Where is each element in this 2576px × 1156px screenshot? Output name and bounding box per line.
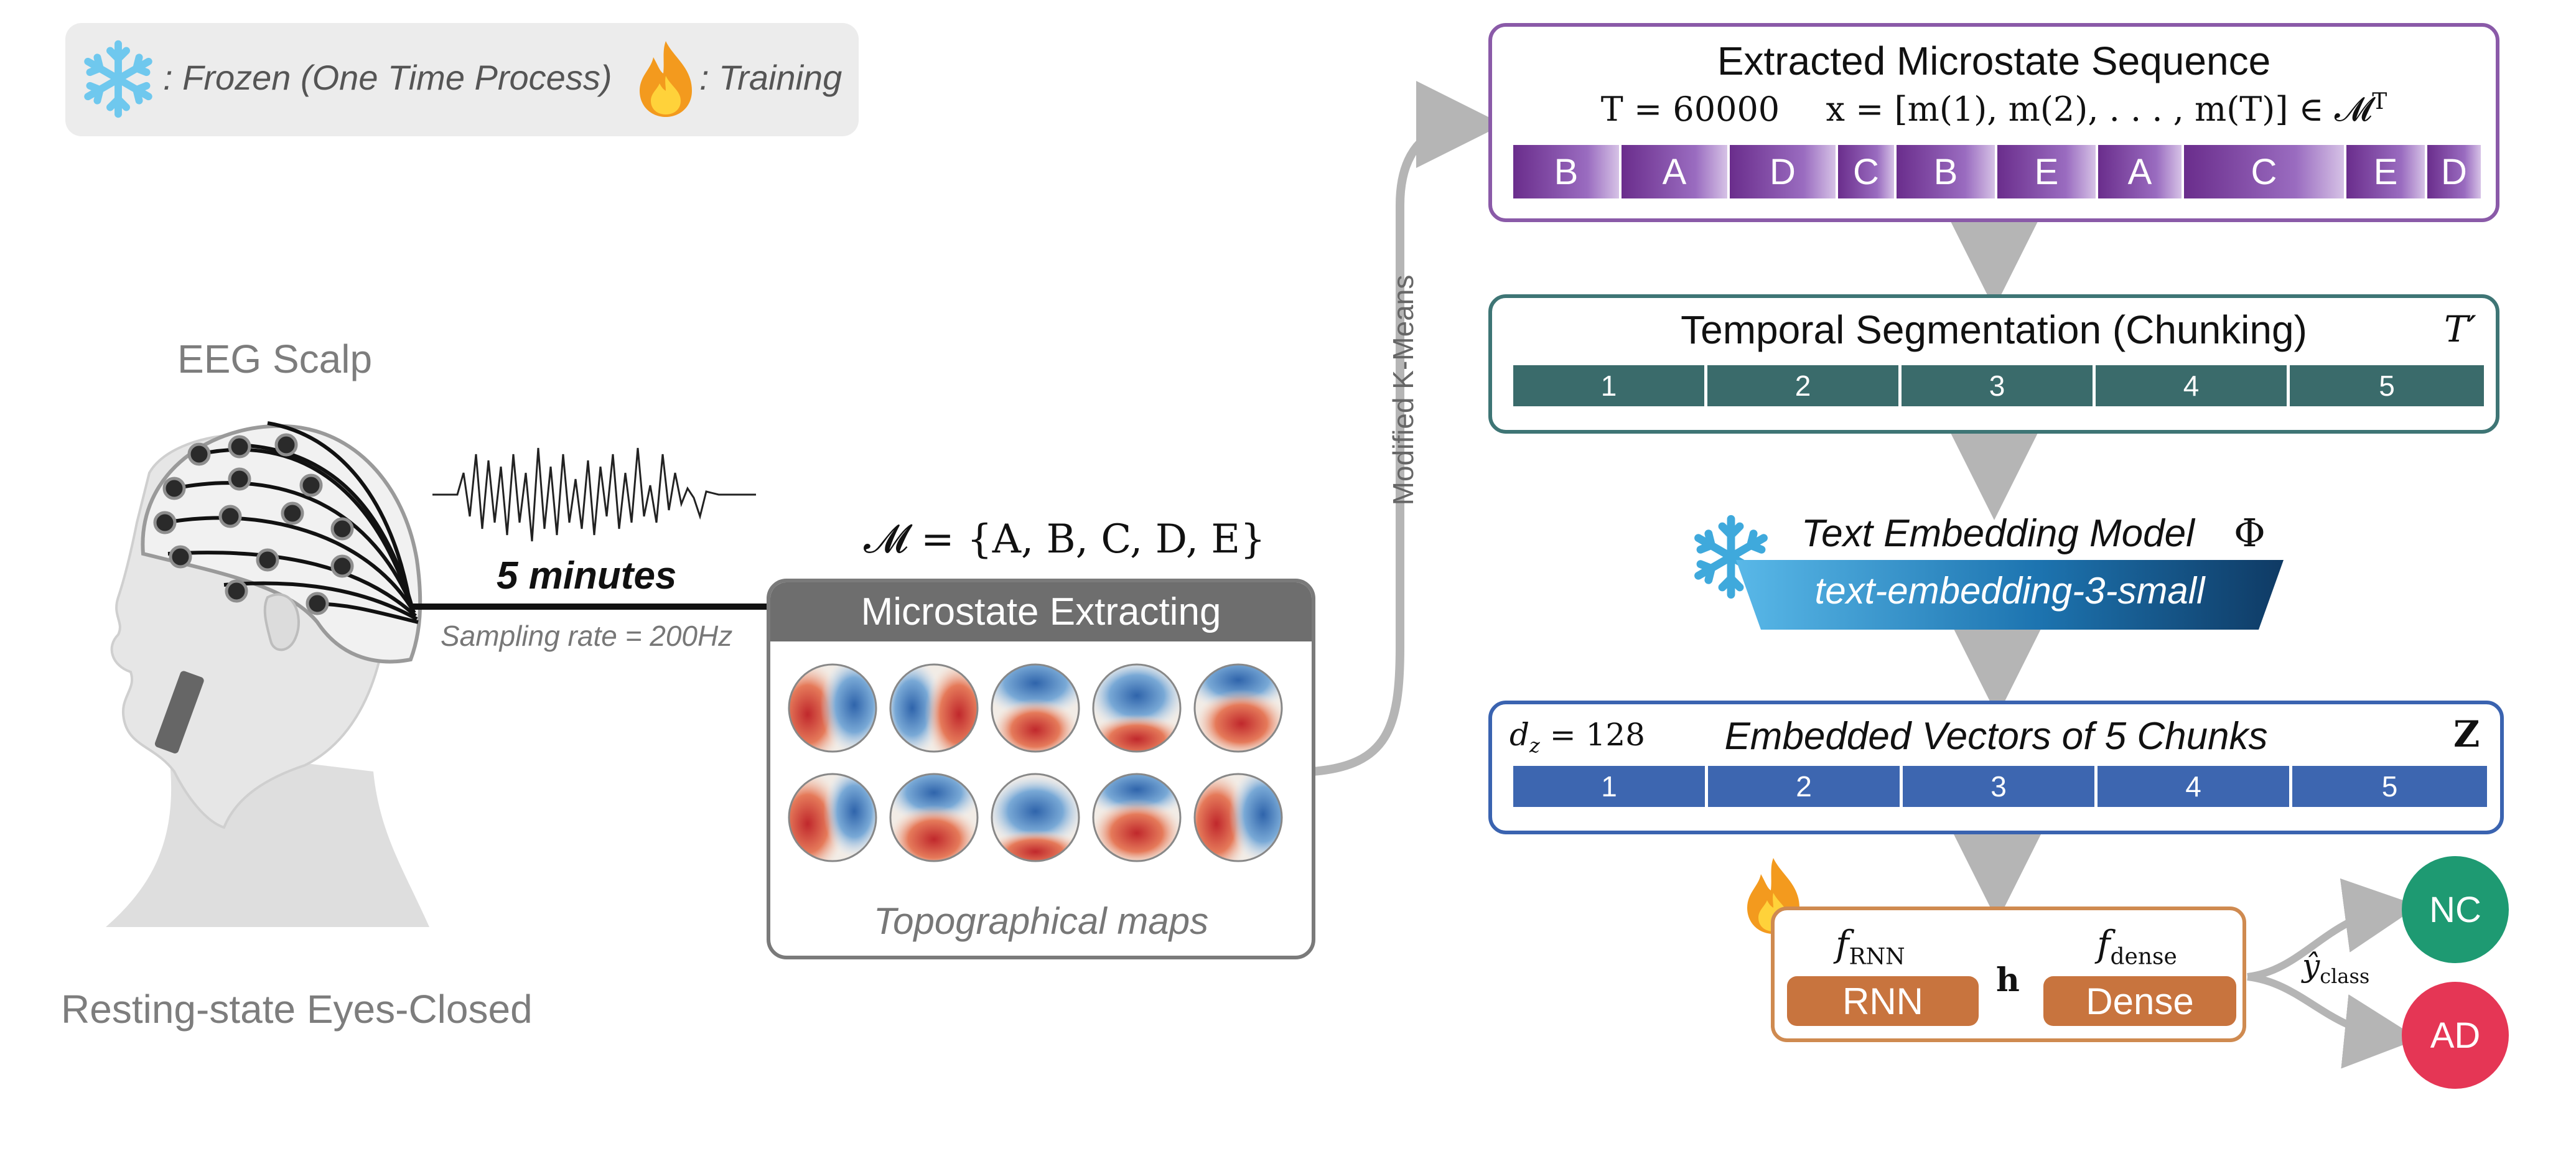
embedded-dim-value: = 128 bbox=[1539, 717, 1645, 753]
model-banner bbox=[1736, 560, 2284, 630]
output-sub: class bbox=[2320, 964, 2370, 988]
embedded-symbol: Z bbox=[2453, 713, 2480, 755]
microstate-header: Microstate Extracting bbox=[861, 590, 1221, 633]
rnn-block: RNN bbox=[1787, 976, 1979, 1026]
sequence-formula: T = 60000 x = [m(1), m(2), . . . , m(T)]… bbox=[1492, 89, 2496, 129]
scalp-caption: Resting-state Eyes-Closed bbox=[61, 987, 533, 1032]
chunk-cell: 5 bbox=[2292, 766, 2487, 807]
rnn-fn-label: fRNN bbox=[1836, 923, 1905, 970]
sequence-segment: E bbox=[2346, 145, 2425, 198]
eeg-signal-wave bbox=[432, 447, 756, 542]
sequence-segment: D bbox=[1730, 145, 1836, 198]
dense-fn-sub: dense bbox=[2110, 944, 2177, 970]
sampling-label: Sampling rate = 200Hz bbox=[441, 620, 733, 652]
topomap bbox=[889, 773, 979, 862]
embedded-title: Embedded Vectors of 5 Chunks bbox=[1724, 715, 2268, 758]
legend bbox=[65, 23, 859, 136]
microstate-header-bar bbox=[770, 582, 1312, 641]
topomap bbox=[1092, 663, 1182, 753]
chunk-cell: 3 bbox=[1902, 365, 2096, 406]
topomap bbox=[1193, 773, 1283, 862]
sequence-formula-x: x = [m(1), m(2), . . . , m(T)] ∈ 𝓜 bbox=[1826, 90, 2373, 129]
sequence-box: Extracted Microstate Sequence T = 60000 … bbox=[1488, 23, 2499, 222]
segmentation-title: Temporal Segmentation (Chunking) bbox=[1681, 307, 2307, 352]
dense-fn-label: fdense bbox=[2097, 923, 2177, 970]
microstate-set-formula: 𝓜 = {A, B, C, D, E} bbox=[864, 516, 1266, 562]
chunk-cell: 2 bbox=[1707, 365, 1902, 406]
classifier-box: fRNN fdense RNN Dense h bbox=[1771, 907, 2246, 1042]
sequence-segment: C bbox=[2184, 145, 2344, 198]
chunk-cell: 1 bbox=[1513, 766, 1708, 807]
microstate-extracting-box: Microstate Extracting Topographical maps bbox=[767, 579, 1315, 959]
topographical-maps bbox=[788, 663, 1283, 862]
sequence-segment: B bbox=[1897, 145, 1995, 198]
topomap bbox=[788, 773, 877, 862]
topomap bbox=[1193, 663, 1283, 753]
arrow-to-ad bbox=[2247, 973, 2419, 1069]
legend-training-label: : Training bbox=[699, 58, 842, 97]
embedding-model-title: Text Embedding Model bbox=[1801, 512, 2195, 555]
class-nc: NC bbox=[2402, 856, 2509, 963]
kmeans-arrow bbox=[1312, 81, 1503, 776]
embedded-box: dz = 128 Embedded Vectors of 5 Chunks Z … bbox=[1488, 701, 2504, 834]
topomap bbox=[991, 663, 1080, 753]
fire-icon bbox=[640, 41, 692, 117]
sequence-formula-sup: T bbox=[2372, 89, 2387, 114]
snowflake-icon bbox=[84, 40, 152, 118]
duration-label: 5 minutes bbox=[497, 554, 677, 597]
topomap bbox=[788, 663, 877, 753]
dense-fn: f bbox=[2097, 923, 2111, 965]
embedded-dim-symbol: d bbox=[1510, 717, 1530, 753]
chunk-cell: 1 bbox=[1513, 365, 1707, 406]
kmeans-label: Modified K-Means bbox=[1387, 274, 1419, 506]
scalp-title: EEG Scalp bbox=[177, 337, 373, 381]
embedding-model-symbol: Φ bbox=[2234, 510, 2266, 556]
chunk-cell: 4 bbox=[2098, 766, 2292, 807]
sequence-segment: A bbox=[1622, 145, 1727, 198]
chunk-cell: 2 bbox=[1708, 766, 1903, 807]
microstate-caption: Topographical maps bbox=[873, 900, 1209, 942]
topomap bbox=[1092, 773, 1182, 862]
segmentation-symbol: T′ bbox=[2444, 308, 2476, 350]
chunk-cell: 4 bbox=[2096, 365, 2290, 406]
hidden-symbol: h bbox=[1996, 961, 2020, 999]
sequence-segment: A bbox=[2098, 145, 2182, 198]
rnn-fn-sub: RNN bbox=[1849, 944, 1905, 970]
rnn-fn: f bbox=[1836, 923, 1849, 965]
output-y: ŷ bbox=[2302, 948, 2320, 984]
class-ad: AD bbox=[2402, 982, 2509, 1089]
output-symbol: ŷclass bbox=[2302, 948, 2369, 988]
chunk-cell: 3 bbox=[1903, 766, 2098, 807]
dense-block: Dense bbox=[2043, 976, 2236, 1026]
legend-frozen-label: : Frozen (One Time Process) bbox=[163, 58, 612, 97]
sequence-segment: D bbox=[2427, 145, 2481, 198]
chunk-cell: 5 bbox=[2290, 365, 2484, 406]
topomap bbox=[991, 773, 1080, 862]
topomap bbox=[889, 663, 979, 753]
arrow-to-nc bbox=[2247, 878, 2419, 981]
embedded-dim-sub: z bbox=[1529, 734, 1540, 757]
sequence-formula-t: T = 60000 bbox=[1600, 90, 1780, 129]
model-name: text-embedding-3-small bbox=[1814, 570, 2205, 612]
head-illustration bbox=[106, 421, 429, 927]
sequence-segment: B bbox=[1513, 145, 1619, 198]
sequence-segment: E bbox=[1997, 145, 2096, 198]
sequence-title: Extracted Microstate Sequence bbox=[1717, 39, 2271, 83]
eeg-cable bbox=[411, 604, 772, 610]
sequence-segment: C bbox=[1838, 145, 1894, 198]
embedded-dim: dz = 128 bbox=[1510, 717, 1645, 757]
